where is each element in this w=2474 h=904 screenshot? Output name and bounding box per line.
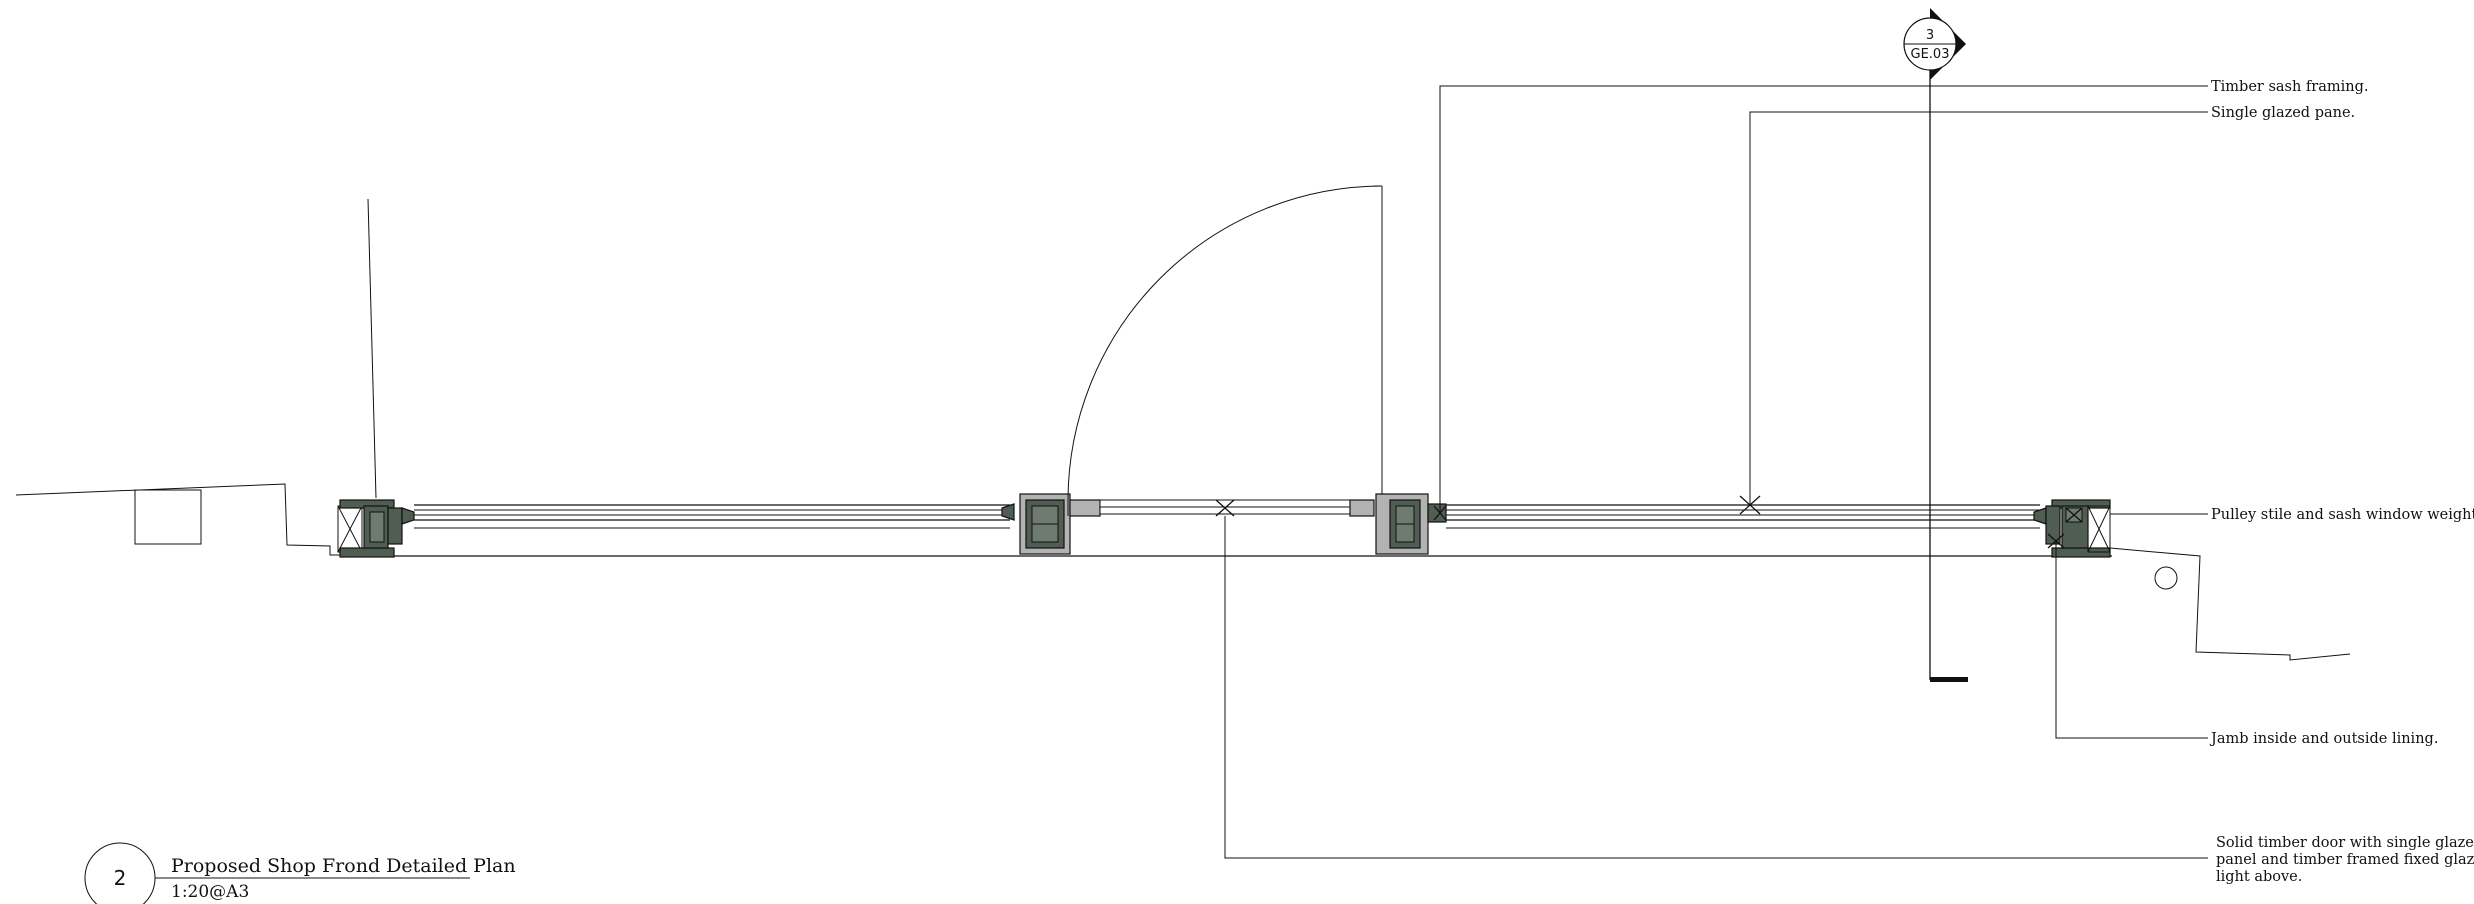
- mullion-right-of-door: [1375, 493, 1447, 555]
- note-door-line-2: panel and timber framed fixed glazed: [2216, 852, 2474, 868]
- existing-wall-right: [2109, 547, 2351, 661]
- mullion-left-of-door: [1019, 493, 1101, 555]
- note-jamb-lining: Jamb inside and outside lining.: [2209, 731, 2438, 747]
- left-jamb: [337, 499, 415, 558]
- door: [1067, 185, 1383, 517]
- annotations: Timber sash framing. Single glazed pane.…: [2209, 79, 2474, 885]
- note-door-line-3: light above.: [2216, 869, 2302, 885]
- drawing-number: 2: [114, 866, 127, 890]
- note-timber-sash: Timber sash framing.: [2211, 79, 2369, 95]
- right-sash-window: [1446, 495, 2047, 529]
- note-pulley-stile: Pulley stile and sash window weights.: [2211, 507, 2474, 523]
- title-block: 2 Proposed Shop Frond Detailed Plan 1:20…: [84, 842, 516, 904]
- door-swing-arc: [1067, 185, 1383, 501]
- note-door-line-1: Solid timber door with single glazed: [2216, 835, 2474, 851]
- existing-wall-left: [15, 198, 377, 556]
- drawing-scale: 1:20@A3: [171, 882, 249, 902]
- section-marker-sheet: GE.03: [1911, 47, 1950, 62]
- left-sash-window: [414, 503, 1015, 529]
- right-jamb: [2045, 499, 2111, 558]
- note-single-glazed: Single glazed pane.: [2211, 105, 2355, 121]
- section-marker-number: 3: [1926, 28, 1934, 43]
- drawing-title: Proposed Shop Frond Detailed Plan: [171, 855, 516, 877]
- section-cut: 3 GE.03: [1903, 8, 1968, 682]
- leader-lines: [1224, 85, 2208, 859]
